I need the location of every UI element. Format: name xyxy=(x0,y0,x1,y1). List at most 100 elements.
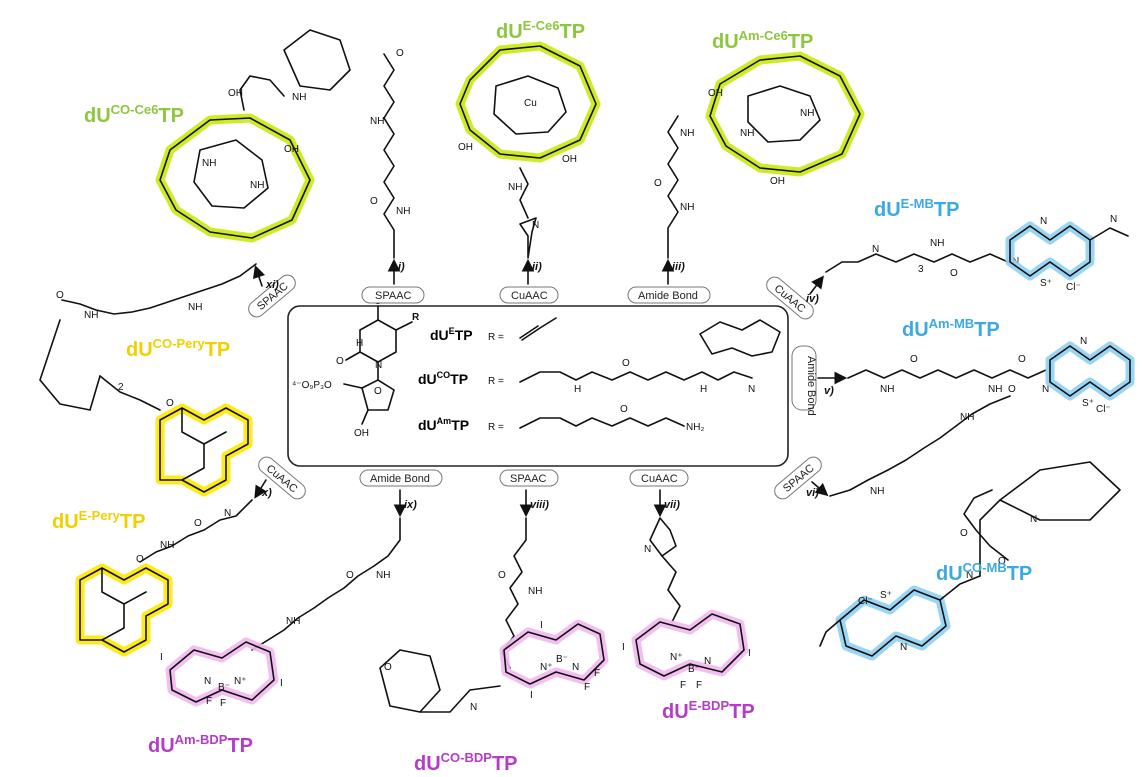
label-du-e-pery: dUE-PeryTP xyxy=(52,508,145,533)
rx-right-amide-word: Amide xyxy=(805,356,817,387)
svg-text:O: O xyxy=(654,178,662,189)
svg-text:NH: NH xyxy=(84,310,98,321)
step-i: i) xyxy=(398,261,405,273)
svg-text:NH: NH xyxy=(160,540,174,551)
step-vii: vii) xyxy=(664,499,680,511)
svg-text:OH: OH xyxy=(458,142,473,153)
svg-text:O: O xyxy=(136,554,144,565)
svg-text:O: O xyxy=(960,528,968,539)
svg-text:NH: NH xyxy=(870,486,884,497)
svg-text:N: N xyxy=(900,642,907,653)
svg-text:F: F xyxy=(680,680,686,691)
svg-text:NH: NH xyxy=(680,202,694,213)
mb-am-structure: N S⁺ Cl⁻ xyxy=(1045,336,1135,415)
label-du-am-bdp: dUAm-BDPTP xyxy=(148,732,253,757)
svg-text:O: O xyxy=(166,398,174,409)
svg-text:O: O xyxy=(384,662,392,673)
svg-text:N⁺: N⁺ xyxy=(540,662,553,673)
svg-text:N: N xyxy=(224,508,231,519)
r2-nh-2: H xyxy=(700,384,707,395)
step-ix: ix) xyxy=(404,499,417,511)
svg-text:Cl⁻: Cl⁻ xyxy=(1066,282,1081,293)
svg-text:I: I xyxy=(280,678,283,689)
svg-text:O: O xyxy=(1018,354,1026,365)
svg-text:OH: OH xyxy=(708,88,723,99)
svg-text:S⁺: S⁺ xyxy=(880,590,892,601)
svg-text:NH: NH xyxy=(960,412,974,423)
svg-text:NH: NH xyxy=(988,384,1002,395)
svg-text:S⁺: S⁺ xyxy=(1040,278,1052,289)
mb-e-structure: N S⁺ Cl⁻ N xyxy=(1005,214,1129,293)
svg-text:NH: NH xyxy=(286,616,300,627)
svg-text:B⁻: B⁻ xyxy=(556,654,568,665)
arrows: i) ii) iii) iv) v) vi) vii) viii) ix) x)… xyxy=(252,258,848,518)
svg-text:OH: OH xyxy=(284,144,299,155)
step-v: v) xyxy=(824,385,834,397)
svg-text:N: N xyxy=(572,662,579,673)
svg-text:NH: NH xyxy=(508,182,522,193)
svg-text:NH: NH xyxy=(188,302,202,313)
label-du-e-ce6: dUE-Ce6TP xyxy=(496,18,585,43)
svg-text:F: F xyxy=(594,668,600,679)
svg-text:N: N xyxy=(532,220,539,231)
svg-text:O: O xyxy=(56,290,64,301)
step-ii: ii) xyxy=(532,261,542,273)
svg-text:NH: NH xyxy=(680,128,694,139)
rx-bottom-spaac: SPAAC xyxy=(510,473,547,485)
svg-text:I: I xyxy=(160,652,163,663)
rx-bottom-amide: Amide Bond xyxy=(370,473,430,485)
r-equals-2: R = xyxy=(488,376,504,387)
svg-text:O: O xyxy=(396,48,404,59)
bdp-am-structure: I I N B⁻ N⁺ F F xyxy=(160,637,283,709)
svg-text:N: N xyxy=(470,702,477,713)
nh2-label: NH₂ xyxy=(686,422,704,433)
svg-text:B⁻: B⁻ xyxy=(218,682,230,693)
svg-text:2: 2 xyxy=(118,382,124,393)
product-labels: dUCO-Ce6TP dUE-Ce6TP dUAm-Ce6TP dUE-MBTP… xyxy=(52,18,1032,775)
step-xi: xi) xyxy=(265,279,279,291)
svg-text:N: N xyxy=(1040,216,1047,227)
svg-text:F: F xyxy=(584,682,590,693)
svg-text:3: 3 xyxy=(918,264,924,275)
linker-chains: O NH NH O NH N NH O NH N 3 NH O N NH O N… xyxy=(39,48,1049,669)
svg-text:N: N xyxy=(1042,384,1049,395)
label-du-e-bdp: dUE-BDPTP xyxy=(662,698,755,723)
step-x: x) xyxy=(261,487,272,499)
svg-text:O: O xyxy=(1008,384,1016,395)
svg-text:O: O xyxy=(998,556,1006,567)
step-viii: viii) xyxy=(530,499,549,511)
ce6-co-structure: NH NH OH OH NH xyxy=(155,29,351,243)
label-du-co-mb: dUCO-MBTP xyxy=(936,560,1032,585)
r2-nh-1: H xyxy=(574,384,581,395)
svg-text:O: O xyxy=(910,354,918,365)
svg-text:Cl⁻: Cl⁻ xyxy=(1096,404,1111,415)
svg-text:NH: NH xyxy=(528,586,542,597)
svg-text:NH: NH xyxy=(292,92,306,103)
svg-text:O: O xyxy=(194,518,202,529)
svg-text:Cu: Cu xyxy=(524,98,537,109)
svg-text:I: I xyxy=(540,620,543,631)
svg-text:NH: NH xyxy=(370,116,384,127)
rx-top-spaac: SPAAC xyxy=(375,290,412,302)
label-du-am-mb: dUAm-MBTP xyxy=(902,316,1000,341)
svg-text:NH: NH xyxy=(250,180,264,191)
svg-text:NH: NH xyxy=(740,128,754,139)
svg-text:O: O xyxy=(498,570,506,581)
step-iii: iii) xyxy=(672,261,685,273)
mb-co-structure: S⁺ Cl⁻ N N N xyxy=(819,461,1121,661)
svg-text:OH: OH xyxy=(562,154,577,165)
ce6-e-structure: Cu OH OH xyxy=(455,41,601,165)
svg-text:F: F xyxy=(206,696,212,707)
ce6-am-structure: NH NH OH OH xyxy=(705,51,865,187)
bdp-e-structure: I I N⁺ B⁻ N F F xyxy=(622,609,751,691)
svg-text:N: N xyxy=(872,244,879,255)
pery-co-structure xyxy=(155,403,253,497)
dbco-ring xyxy=(699,319,781,357)
center-label-duco: dUCOTP xyxy=(418,370,468,387)
svg-text:NH: NH xyxy=(396,206,410,217)
r-group-dbco-linker xyxy=(519,371,753,383)
svg-text:N: N xyxy=(966,570,973,581)
label-du-co-bdp: dUCO-BDPTP xyxy=(414,750,518,775)
svg-text:NH: NH xyxy=(800,108,814,119)
